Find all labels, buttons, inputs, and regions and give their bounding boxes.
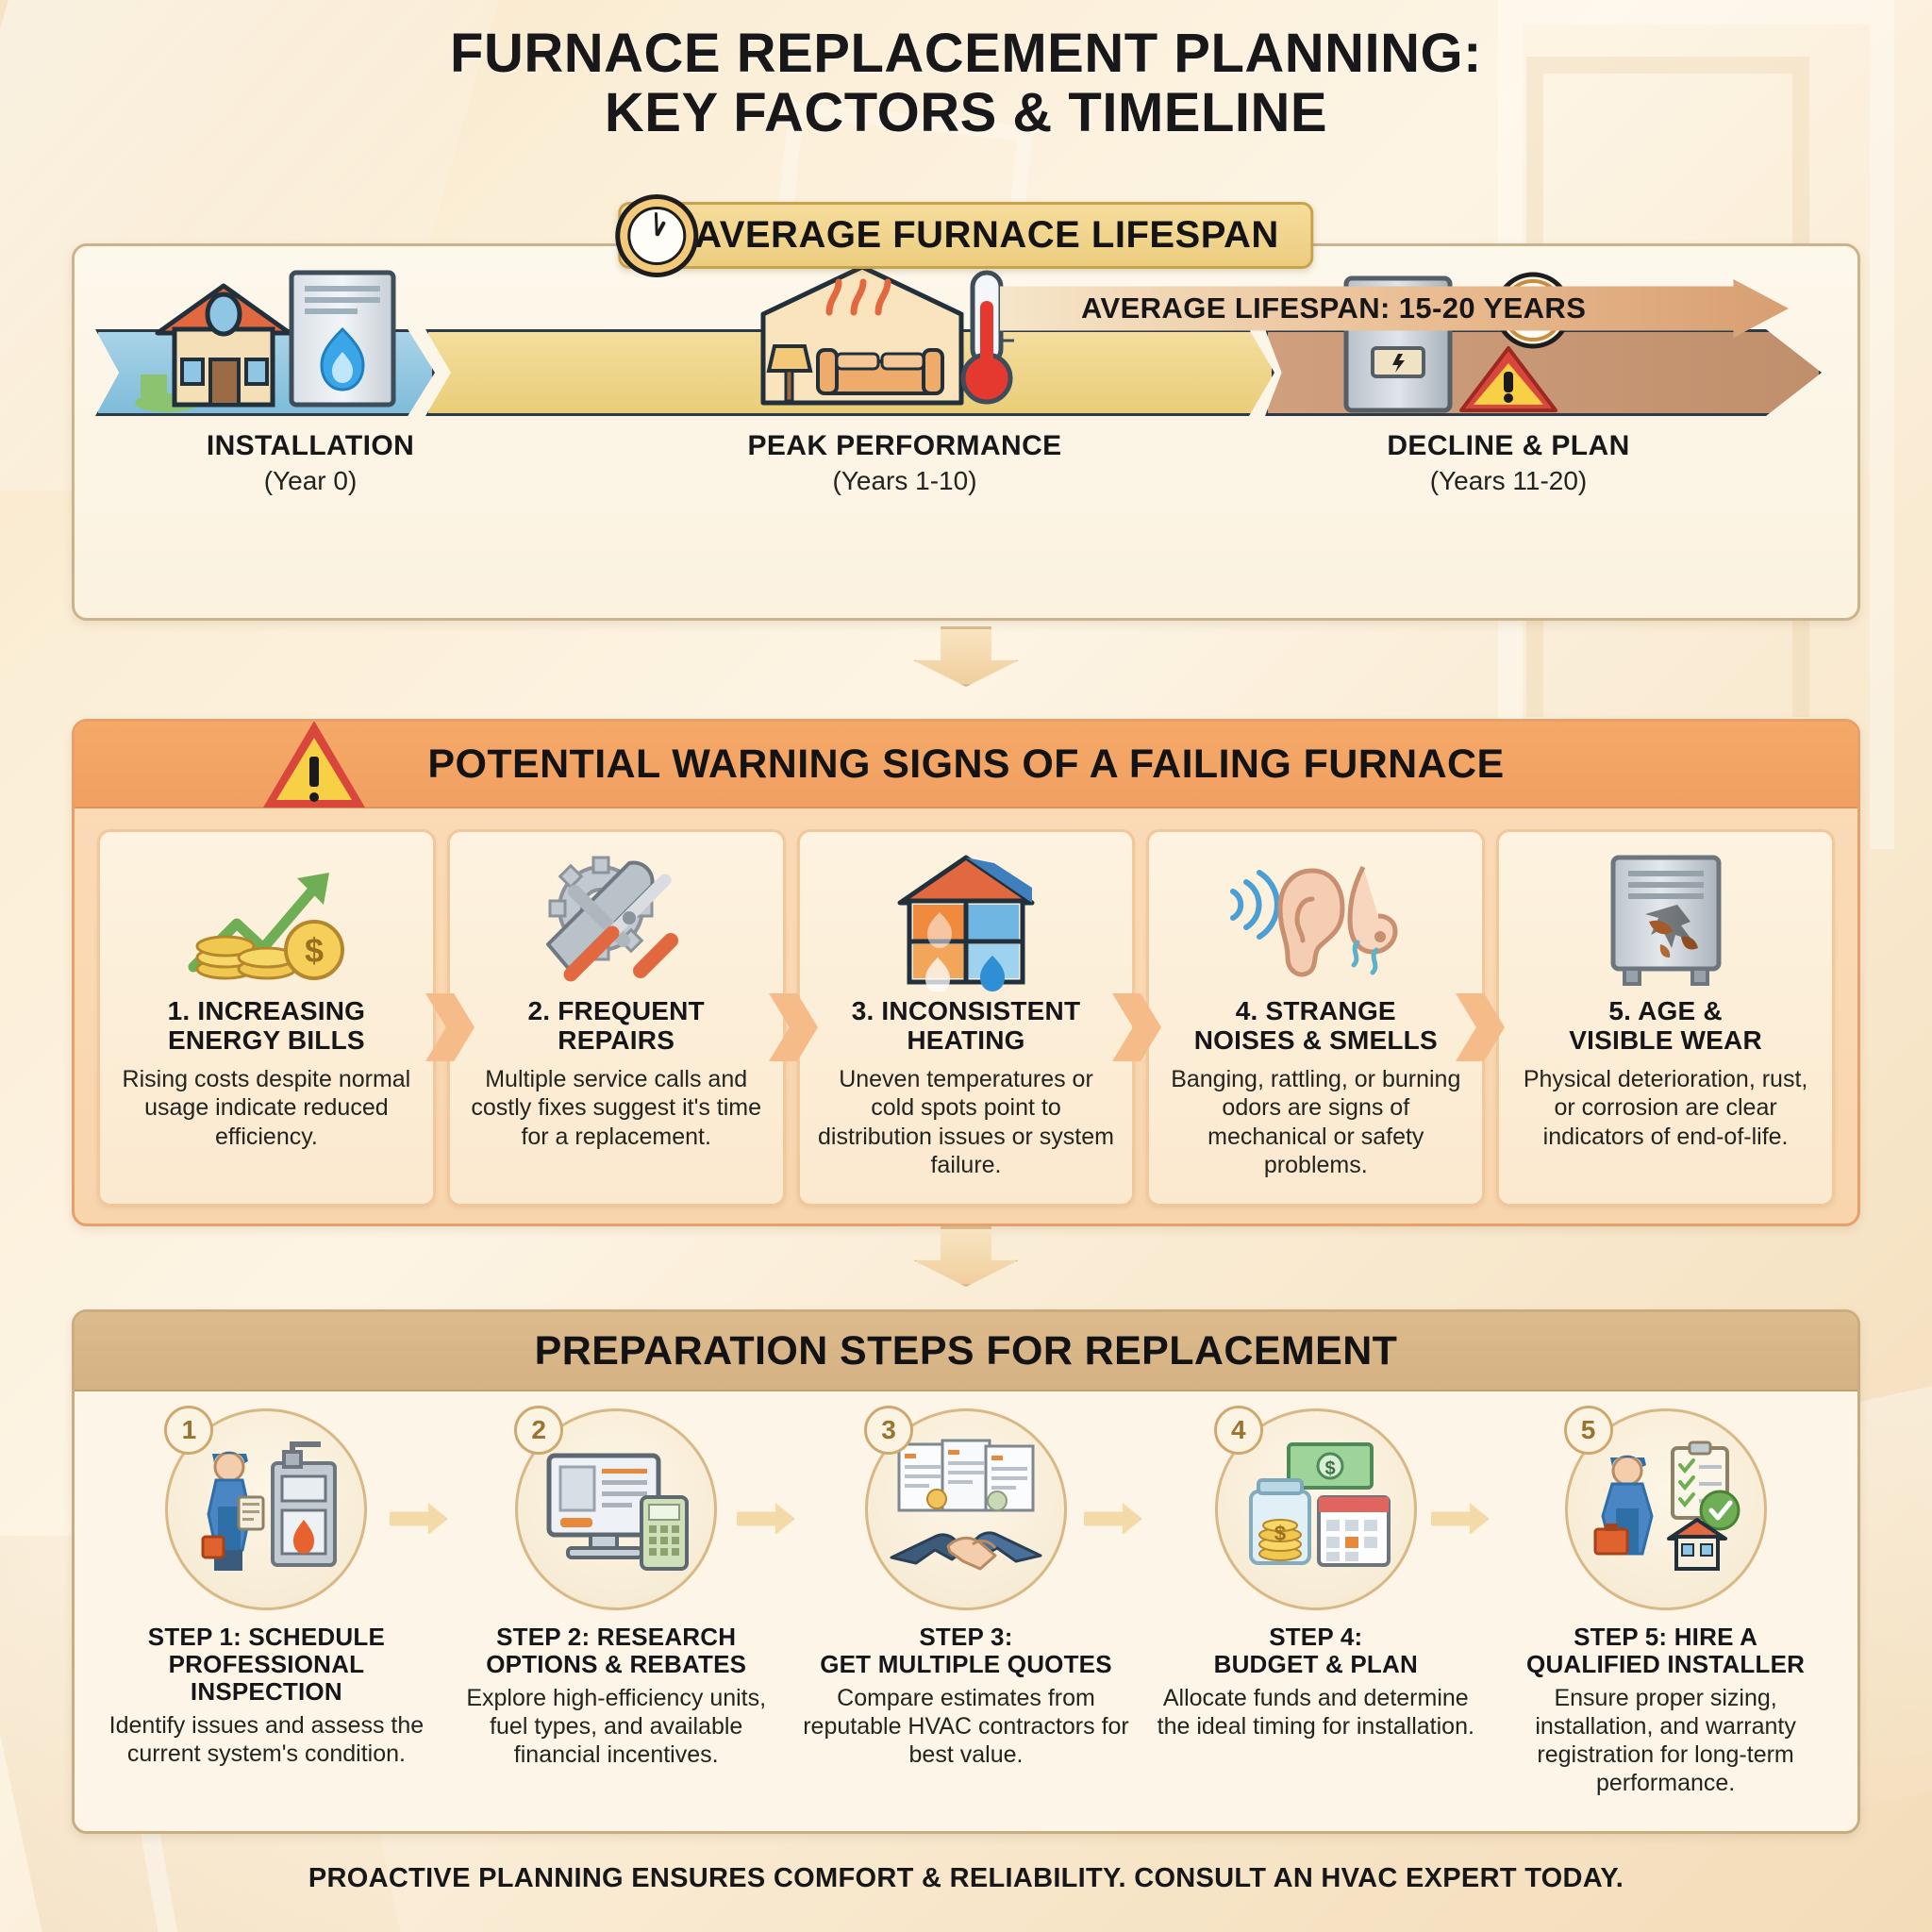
timeline-stage-decline: DECLINE & PLAN (Years 11-20)	[1282, 430, 1735, 496]
step-card[interactable]: 2	[441, 1406, 791, 1831]
svg-text:$: $	[305, 931, 324, 970]
stage-title: PEAK PERFORMANCE	[747, 430, 1062, 461]
step-card[interactable]: 3	[791, 1406, 1141, 1831]
warning-card-desc: Rising costs despite normal usage indica…	[122, 1065, 411, 1150]
warning-card-desc: Banging, rattling, or burning odors are …	[1171, 1065, 1461, 1179]
connector-arrow-down	[913, 626, 1019, 687]
step-icon-circle: 2	[514, 1406, 718, 1610]
installer-checklist-icon	[1593, 1441, 1740, 1571]
rusted-furnace-icon	[1591, 845, 1741, 996]
rising-cost-coins-icon: $	[176, 845, 356, 996]
step-icon-circle: 4 $ $	[1213, 1406, 1417, 1610]
step-desc: Compare estimates from reputable HVAC co…	[803, 1685, 1129, 1769]
step-desc: Ensure proper sizing, installation, and …	[1535, 1685, 1796, 1797]
step-desc: Allocate funds and determine the ideal t…	[1157, 1685, 1474, 1740]
warning-card[interactable]: 5. AGE &VISIBLE WEAR Physical deteriorat…	[1496, 829, 1835, 1207]
warning-card-desc: Multiple service calls and costly fixes …	[471, 1065, 762, 1150]
step-number-badge: 3	[863, 1406, 913, 1455]
warning-signs-header: POTENTIAL WARNING SIGNS OF A FAILING FUR…	[75, 722, 1857, 808]
page-title: FURNACE REPLACEMENT PLANNING: KEY FACTOR…	[0, 23, 1932, 143]
footer-note: PROACTIVE PLANNING ENSURES COMFORT & REL…	[308, 1863, 1624, 1893]
stage-title: DECLINE & PLAN	[1387, 430, 1630, 461]
step-card[interactable]: 5	[1491, 1406, 1840, 1831]
average-lifespan-arrow-label: AVERAGE LIFESPAN: 15-20 YEARS	[1081, 291, 1587, 325]
step-desc: Identify issues and assess the current s…	[108, 1712, 425, 1768]
svg-text:$: $	[1324, 1458, 1335, 1479]
timeline-stage-peak: PEAK PERFORMANCE (Years 1-10)	[659, 430, 1150, 496]
wrench-screwdriver-gear-icon	[531, 845, 701, 996]
warning-signs-section: POTENTIAL WARNING SIGNS OF A FAILING FUR…	[72, 719, 1860, 1226]
step-card[interactable]: 1	[92, 1406, 441, 1831]
step-icon-circle: 1	[164, 1406, 368, 1610]
step-number-badge: 1	[164, 1406, 214, 1455]
svg-text:$: $	[1274, 1522, 1286, 1545]
timeline-stage-installation: INSTALLATION (Year 0)	[112, 430, 508, 496]
average-lifespan-badge-label: AVERAGE FURNACE LIFESPAN	[694, 214, 1279, 256]
step-icon-circle: 5	[1563, 1406, 1767, 1610]
warm-living-room-thermometer-icon	[735, 259, 1027, 420]
connector-arrow-down	[913, 1226, 1019, 1287]
warning-card-title: 5. AGE &VISIBLE WEAR	[1569, 996, 1762, 1056]
step-title: STEP 4:BUDGET & PLAN	[1213, 1623, 1418, 1679]
step-number-badge: 5	[1563, 1406, 1613, 1455]
page-title-line-2: KEY FACTORS & TIMELINE	[604, 81, 1328, 143]
stage-subtitle: (Years 11-20)	[1429, 466, 1588, 495]
average-lifespan-badge: AVERAGE FURNACE LIFESPAN	[615, 193, 1314, 277]
step-desc: Explore high-efficiency units, fuel type…	[466, 1685, 767, 1769]
preparation-steps-header-label: PREPARATION STEPS FOR REPLACEMENT	[534, 1327, 1398, 1374]
ear-and-nose-icon	[1222, 845, 1410, 996]
computer-and-calculator-icon	[546, 1453, 690, 1571]
page-title-line-1: FURNACE REPLACEMENT PLANNING:	[450, 23, 1482, 84]
warning-card-desc: Physical deterioration, rust, or corrosi…	[1523, 1065, 1808, 1150]
technician-inspecting-furnace-icon	[201, 1441, 338, 1571]
average-lifespan-arrow: AVERAGE LIFESPAN: 15-20 YEARS	[1000, 279, 1789, 338]
preparation-steps-list: 1	[75, 1391, 1857, 1831]
clock-icon	[615, 193, 699, 277]
stage-title: INSTALLATION	[206, 430, 415, 461]
hot-cold-house-icon	[881, 845, 1051, 996]
step-number-badge: 2	[514, 1406, 564, 1455]
timeline-stage-labels: INSTALLATION (Year 0) PEAK PERFORMANCE (…	[75, 430, 1857, 525]
step-card[interactable]: 4 $ $	[1141, 1406, 1491, 1831]
aging-furnace-warning-icon	[1329, 261, 1612, 422]
house-and-furnace-icon	[129, 261, 412, 420]
step-title: STEP 3:GET MULTIPLE QUOTES	[820, 1623, 1112, 1679]
warning-card-desc: Uneven temperatures or cold spots point …	[817, 1065, 1114, 1179]
preparation-steps-header: PREPARATION STEPS FOR REPLACEMENT	[75, 1312, 1857, 1391]
warning-signs-header-label: POTENTIAL WARNING SIGNS OF A FAILING FUR…	[427, 741, 1505, 787]
warning-triangle-icon	[263, 722, 365, 808]
preparation-steps-section: PREPARATION STEPS FOR REPLACEMENT 1	[72, 1309, 1860, 1834]
stage-subtitle: (Years 1-10)	[832, 466, 977, 495]
step-icon-circle: 3	[863, 1406, 1067, 1610]
step-number-badge: 4	[1213, 1406, 1263, 1455]
handshake-quotes-icon	[890, 1439, 1042, 1571]
stage-subtitle: (Year 0)	[263, 466, 358, 495]
money-jar-calendar-icon: $ $	[1248, 1442, 1391, 1567]
